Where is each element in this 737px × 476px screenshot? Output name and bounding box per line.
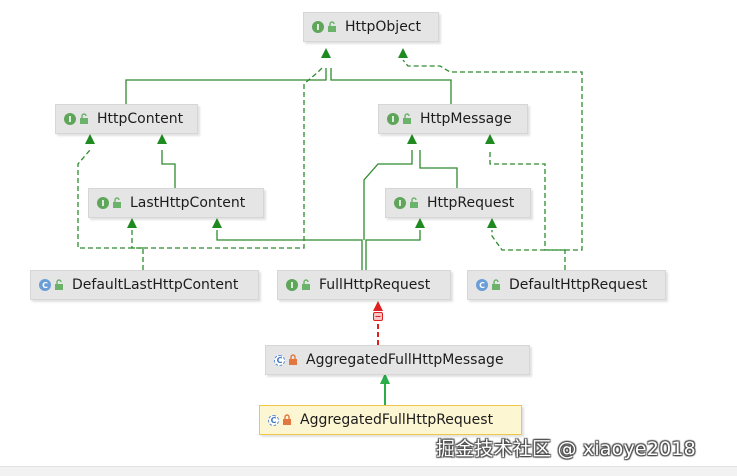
node-label: DefaultHttpRequest	[509, 277, 648, 293]
node-label: LastHttpContent	[130, 195, 246, 211]
arrow-into-httpmessage-left	[407, 134, 417, 144]
edge-fullhttprequest-to-httprequest	[365, 230, 421, 270]
arrow-into-lasthttpcontent-right	[212, 218, 222, 228]
edge-httprequest-to-httpmessage	[419, 150, 458, 188]
edge-defaultlasthttpcontent-to-lasthttpcontent	[131, 230, 143, 249]
arrow-into-httprequest-right	[487, 218, 497, 228]
arrow-into-httpmessage-right	[485, 134, 495, 144]
class-icon: C	[268, 414, 279, 426]
arrow-into-httpcontent-right	[157, 134, 167, 144]
open-lock-icon	[80, 113, 88, 124]
interface-icon: I	[387, 113, 399, 125]
class-icon: C	[39, 279, 51, 291]
abstract-class-icon: C	[274, 354, 285, 366]
open-lock-icon	[492, 279, 500, 290]
arrow-heads	[85, 48, 497, 228]
node-defaultlasthttpcontent[interactable]: C DefaultLastHttpContent	[30, 270, 259, 300]
edge-httpmessage-to-httpobject	[330, 68, 452, 104]
node-httpmessage[interactable]: I HttpMessage	[378, 104, 528, 134]
node-httprequest[interactable]: I HttpRequest	[385, 188, 531, 218]
node-label: AggregatedFullHttpMessage	[306, 352, 504, 368]
edge-defaultlasthttpcontent-to-httpobject	[143, 67, 323, 249]
watermark: 掘金技术社区 @ xiaoye2018	[436, 438, 696, 460]
node-aggregatedfullhttpmessage[interactable]: C AggregatedFullHttpMessage	[265, 345, 530, 375]
node-lasthttpcontent[interactable]: I LastHttpContent	[88, 188, 264, 218]
solid-edges	[125, 68, 458, 270]
edge-defaulthttprequest-to-httpobject	[402, 59, 583, 251]
node-httpobject[interactable]: I HttpObject	[303, 12, 439, 42]
interface-icon: I	[394, 197, 406, 209]
edge-aggregatedfullhttpmessage-to-fullhttprequest	[373, 301, 383, 345]
bottom-strip	[0, 466, 737, 476]
closed-lock-icon	[283, 414, 291, 425]
dashed-edges	[77, 59, 583, 270]
class-icon: C	[476, 279, 488, 291]
interface-icon: I	[97, 197, 109, 209]
arrow-into-httprequest-left	[415, 218, 425, 228]
node-label: HttpContent	[97, 111, 184, 127]
open-lock-icon	[113, 197, 121, 208]
arrow-into-httpobject-right	[398, 48, 408, 58]
node-label: AggregatedFullHttpRequest	[300, 412, 494, 428]
interface-icon: I	[286, 279, 298, 291]
arrow-into-lasthttpcontent-left	[127, 218, 137, 228]
edge-fullhttprequest-to-lasthttpcontent	[216, 230, 363, 270]
open-lock-icon	[410, 197, 418, 208]
edge-defaultlasthttpcontent-to-httpcontent	[77, 149, 144, 270]
open-lock-icon	[302, 279, 310, 290]
interface-icon: I	[312, 21, 324, 33]
node-aggregatedfullhttprequest[interactable]: C AggregatedFullHttpRequest	[259, 405, 522, 435]
arrow-into-httpobject-left	[321, 48, 331, 58]
closed-lock-icon	[289, 354, 297, 365]
interface-icon: I	[64, 113, 76, 125]
arrow-into-httpcontent-left	[85, 134, 95, 144]
open-lock-icon	[328, 21, 336, 32]
open-lock-icon	[403, 113, 411, 124]
node-label: HttpRequest	[427, 195, 515, 211]
node-label: FullHttpRequest	[319, 277, 431, 293]
edge-defaulthttprequest-to-httprequest	[491, 230, 566, 270]
edge-aggregatedfullhttprequest-to-aggregatedfullhttpmessage	[380, 373, 390, 405]
node-label: HttpObject	[345, 19, 421, 35]
edge-httpcontent-to-httpobject	[125, 68, 327, 104]
edge-defaulthttprequest-to-httpmessage	[489, 150, 565, 251]
node-defaulthttprequest[interactable]: C DefaultHttpRequest	[467, 270, 666, 300]
node-label: DefaultLastHttpContent	[72, 277, 239, 293]
edge-lasthttpcontent-to-httpcontent	[161, 150, 176, 188]
node-label: HttpMessage	[420, 111, 512, 127]
open-lock-icon	[55, 279, 63, 290]
node-fullhttprequest[interactable]: I FullHttpRequest	[277, 270, 451, 300]
edge-fullhttprequest-to-httpmessage	[363, 150, 413, 240]
node-httpcontent[interactable]: I HttpContent	[55, 104, 198, 134]
